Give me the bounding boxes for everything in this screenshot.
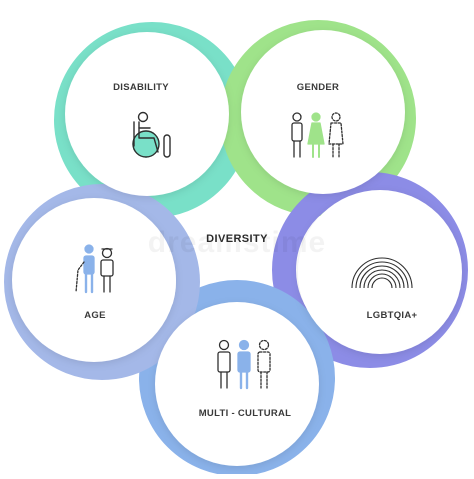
- rainbow-icon: [351, 257, 413, 289]
- node-label-multicultural: MULTI - CULTURAL: [198, 408, 292, 419]
- gender-figures-icon: [291, 112, 344, 158]
- wheelchair-icon: [132, 111, 171, 158]
- node-label-gender: GENDER: [296, 82, 340, 93]
- node-label-age: AGE: [84, 310, 106, 321]
- people-group-icon: [217, 339, 271, 390]
- node-circle-age: [12, 198, 176, 362]
- center-title: DIVERSITY: [206, 233, 268, 245]
- node-circles: [12, 30, 462, 466]
- node-label-disability: DISABILITY: [113, 82, 169, 93]
- node-label-lgbtqia: LGBTQIA+: [366, 310, 418, 321]
- node-circle-lgbtqia: [298, 190, 462, 354]
- elder-with-cane-icon: [75, 244, 114, 294]
- node-circle-gender: [241, 30, 405, 194]
- node-circle-multicultural: [155, 302, 319, 466]
- watermark: dreamstime: [148, 226, 326, 260]
